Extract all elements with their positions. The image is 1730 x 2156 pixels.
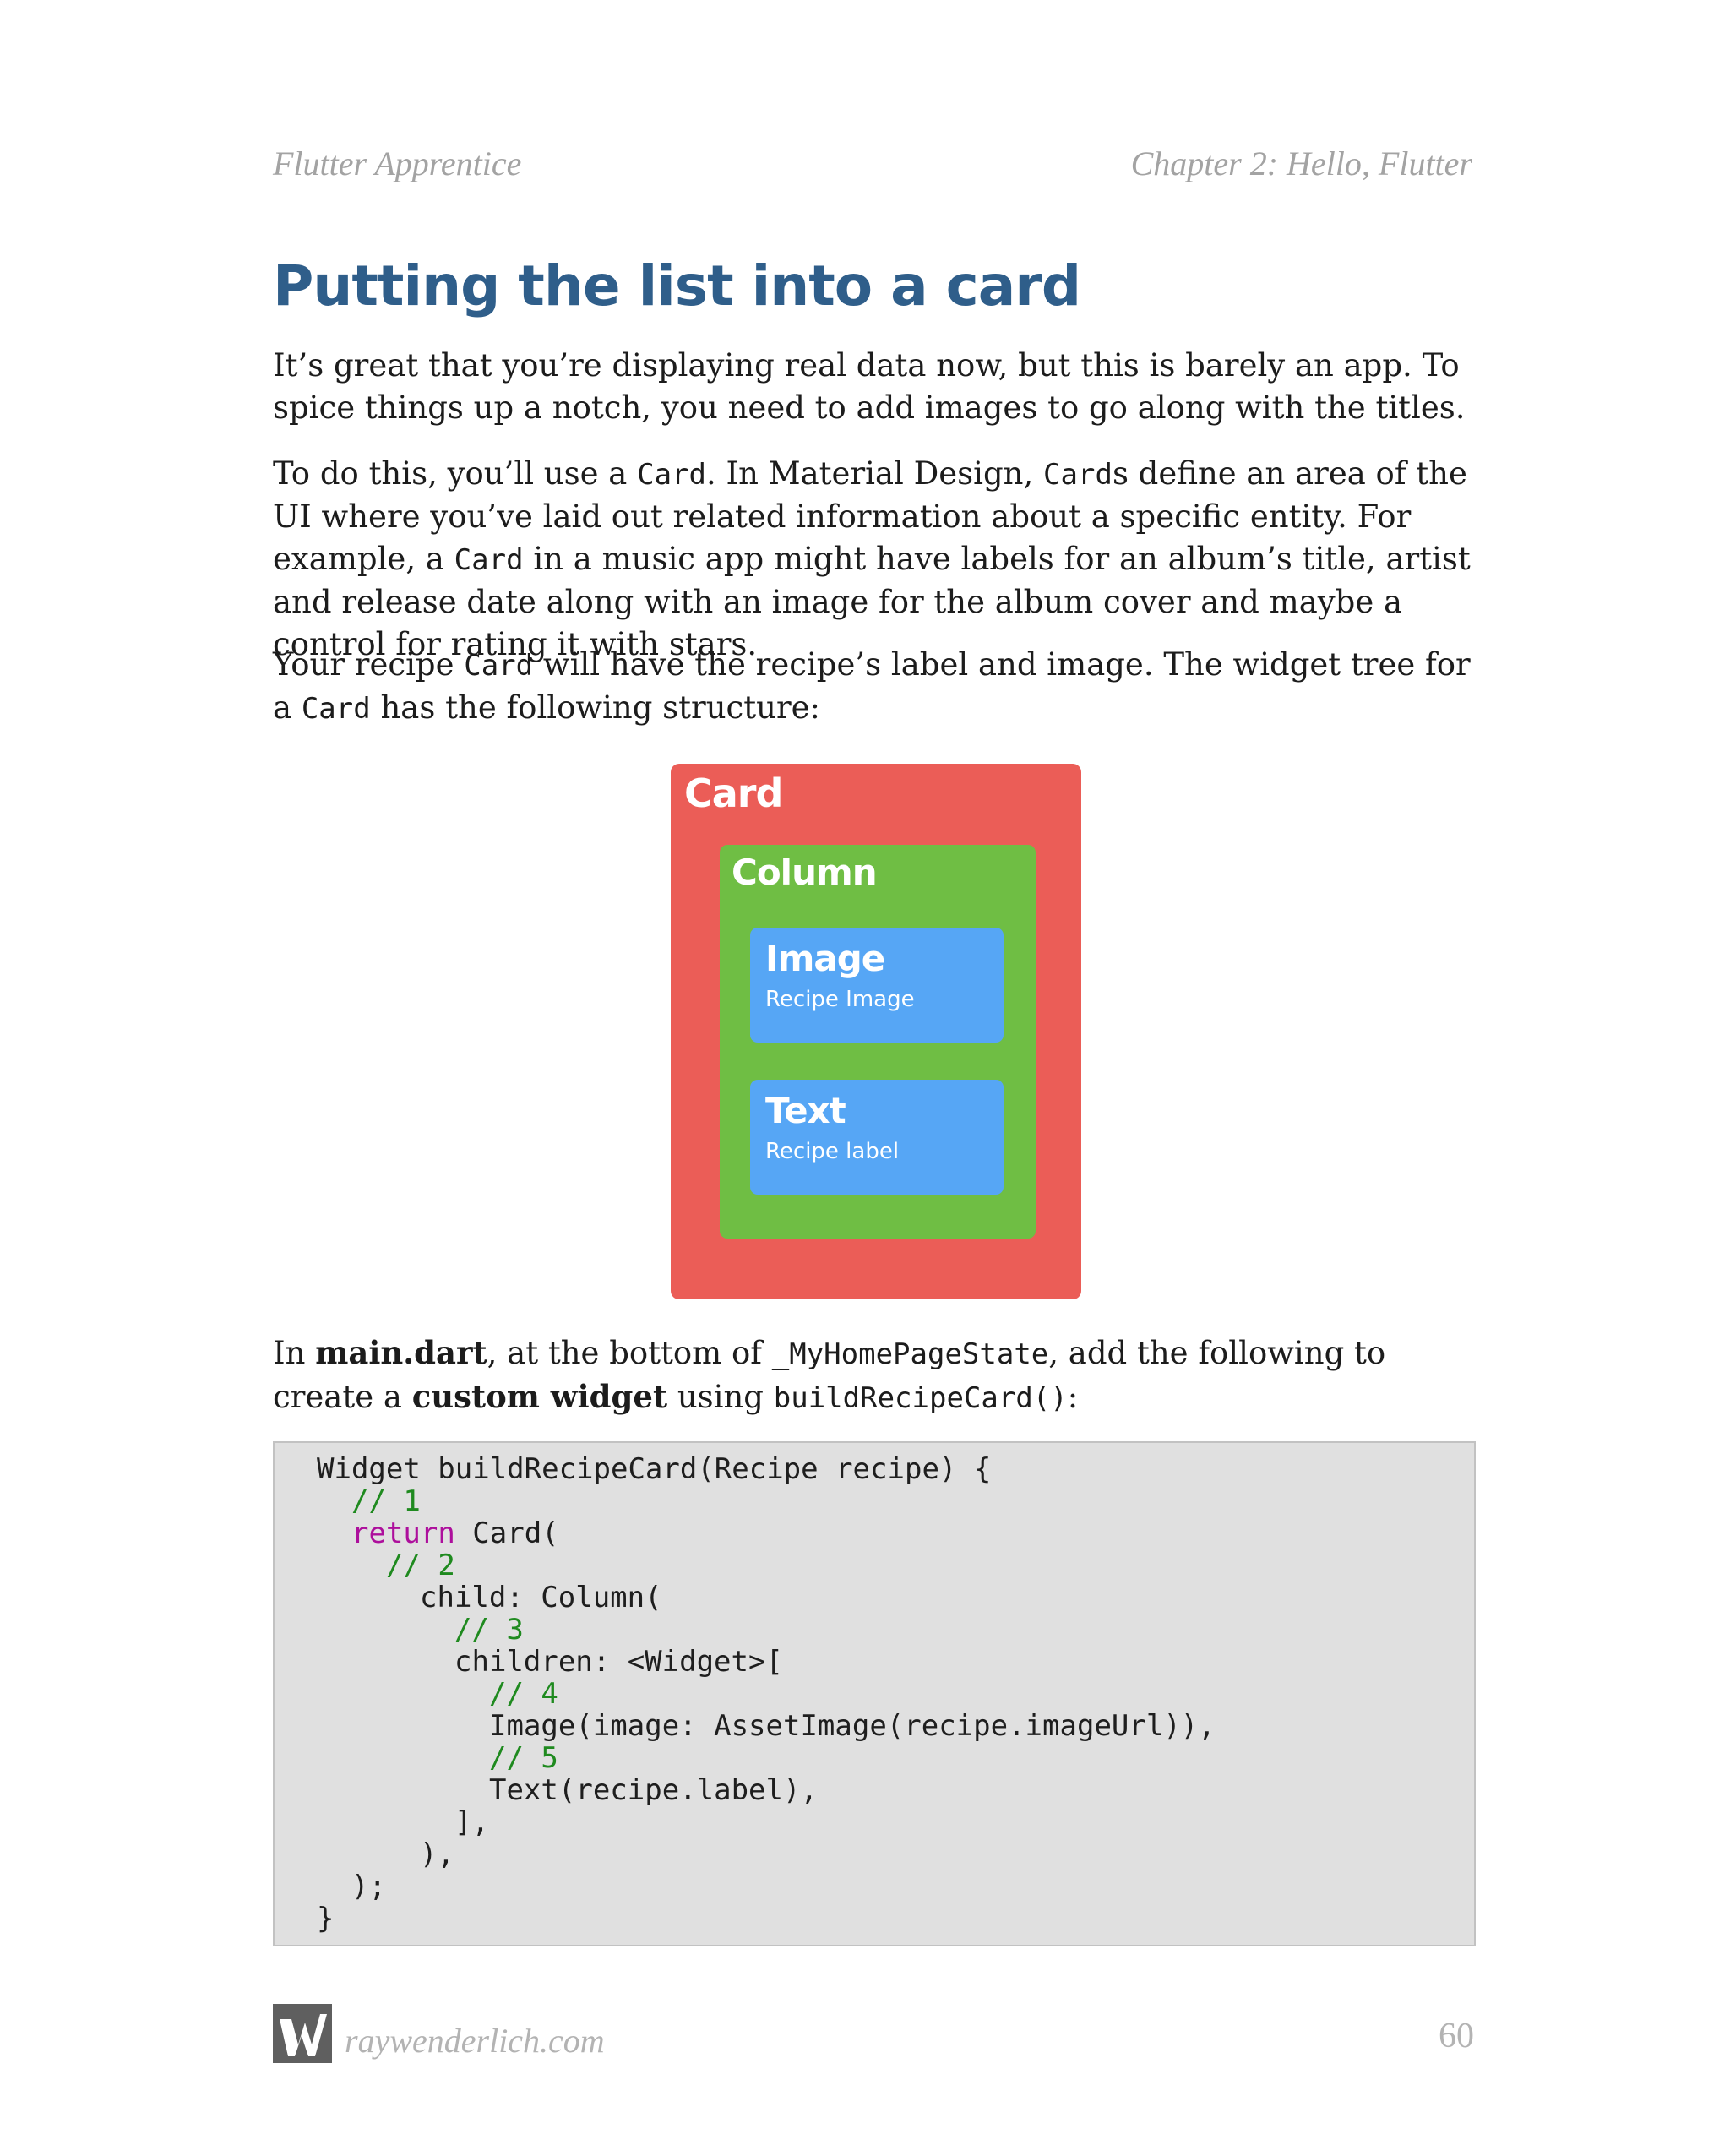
diagram-text-label: Text (765, 1090, 846, 1131)
text-run: s define an area of the UI where you’ve … (273, 455, 1467, 577)
text-run: Your recipe (273, 646, 465, 683)
text-run: In (273, 1335, 316, 1371)
paragraph-intro: It’s great that you’re displaying real d… (273, 347, 1466, 426)
inline-code: Card (1043, 458, 1113, 492)
diagram-image-box (750, 928, 1004, 1043)
inline-code: Card (464, 649, 534, 683)
code-line: return Card( (351, 1517, 559, 1549)
diagram-column-label: Column (732, 852, 878, 893)
code-line: ], (454, 1805, 489, 1839)
inline-code: _MyHomePageState (771, 1337, 1049, 1371)
text-run: has the following structure: (370, 689, 821, 726)
code-line: child: Column( (420, 1581, 662, 1614)
diagram-image-sublabel: Recipe Image (765, 987, 915, 1012)
code-line: ), (420, 1838, 454, 1871)
diagram-text-box (750, 1080, 1004, 1195)
code-line: Text(recipe.label), (489, 1773, 818, 1807)
paragraph-card-explanation: To do this, you’ll use a Card. In Materi… (273, 453, 1481, 666)
raywenderlich-logo-icon (273, 2004, 332, 2063)
text-run: will have the recipe’s label and image. … (273, 646, 1471, 726)
inline-code: Card (637, 458, 706, 492)
diagram-card-label: Card (684, 770, 783, 816)
code-line: } (317, 1902, 335, 1936)
text-run: in a music app might have labels for an … (273, 541, 1471, 662)
text-run: using (667, 1379, 774, 1415)
inline-code: Card (301, 692, 371, 726)
running-header-book-title: Flutter Apprentice (273, 144, 522, 182)
diagram-text-sublabel: Recipe label (765, 1139, 900, 1164)
code-line: children: <Widget>[ (454, 1645, 783, 1679)
code-comment: // 4 (489, 1677, 558, 1711)
diagram-image-label: Image (765, 938, 885, 979)
footer-site: raywenderlich.com (345, 2022, 605, 2060)
text-run: , add the following to create a (273, 1335, 1386, 1415)
text-run: To do this, you’ll use a (273, 455, 638, 492)
section-title: Putting the list into a card (273, 253, 1081, 318)
code-comment: // 5 (489, 1741, 558, 1775)
code-block (273, 1441, 1476, 1946)
inline-code: buildRecipeCard() (773, 1381, 1068, 1415)
inline-code: Card (454, 543, 524, 577)
bold-term: custom widget (411, 1378, 668, 1415)
running-header-chapter: Chapter 2: Hello, Flutter (1130, 144, 1472, 182)
code-line: Image(image: AssetImage(recipe.imageUrl)… (489, 1709, 1216, 1743)
text-run: , at the bottom of (487, 1335, 772, 1371)
code-text: Card( (454, 1516, 559, 1550)
text-run: . In Material Design, (706, 455, 1044, 492)
bold-filename: main.dart (315, 1334, 487, 1371)
code-keyword: return (351, 1516, 455, 1550)
code-comment: // 2 (386, 1549, 455, 1582)
code-comment: // 1 (351, 1484, 421, 1518)
paragraph-instructions: In main.dart, at the bottom of _MyHomePa… (273, 1331, 1481, 1419)
page-number: 60 (1439, 2017, 1474, 2055)
paragraph-widget-tree: Your recipe Card will have the recipe’s … (273, 644, 1481, 730)
text-run: : (1067, 1379, 1079, 1415)
code-line: Widget buildRecipeCard(Recipe recipe) { (317, 1452, 992, 1486)
code-comment: // 3 (454, 1613, 524, 1647)
code-line: ); (351, 1870, 386, 1903)
